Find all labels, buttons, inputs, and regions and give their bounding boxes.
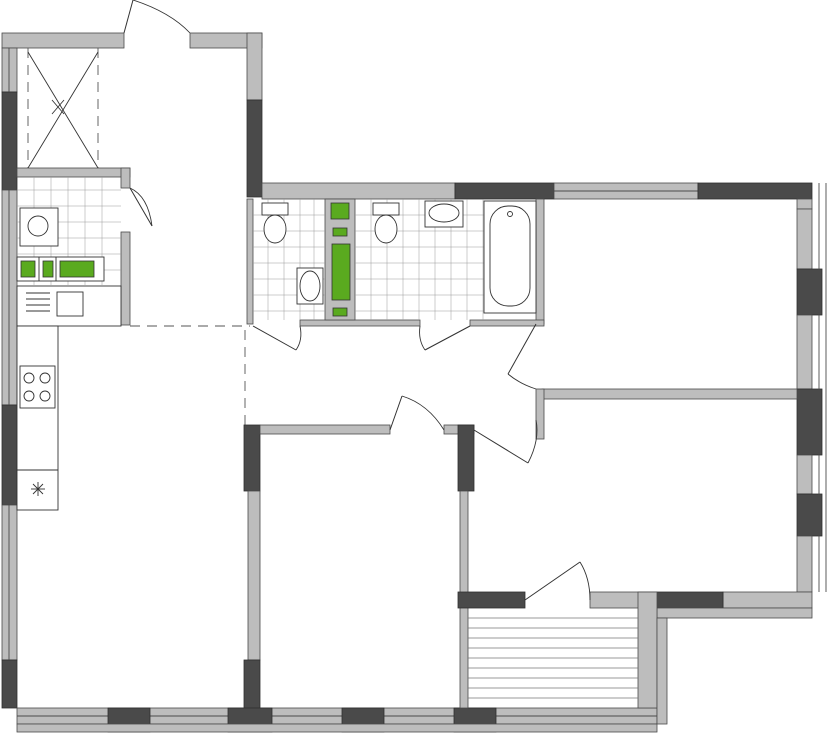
accent-shaft-bottom: [332, 307, 348, 317]
wall-right-pier-2: [796, 388, 823, 456]
bedroom-right-door-leaf[interactable]: [473, 429, 529, 464]
accent-shaft-top: [330, 202, 350, 220]
wall-balcony-right: [637, 591, 658, 709]
wall-right-2: [796, 314, 813, 390]
wall-bedrooms-divider: [541, 388, 798, 400]
wall-right-top-dark: [697, 182, 813, 200]
wall-bottom-sill: [16, 723, 658, 733]
bedroom-top-right-door-swing: [507, 373, 537, 390]
entrance-door-swing: [132, 0, 191, 34]
wall-bedrooms-divider-stub: [535, 388, 545, 440]
wall-wetarea-right: [535, 198, 545, 325]
wall-laundry-right-top: [120, 167, 131, 189]
wall-wetarea-top: [261, 182, 456, 200]
accent-bin-1: [20, 260, 36, 278]
wall-wetarea-bottom-2: [469, 319, 545, 327]
wall-wetarea-top-dark: [454, 182, 555, 200]
wall-right-4: [796, 535, 813, 593]
wall-wetarea-left: [246, 198, 254, 325]
wall-right-pier-1: [796, 268, 823, 316]
toilet-icon: [261, 202, 289, 244]
wall-right-pier-3: [796, 493, 823, 537]
bathroom-door-leaf[interactable]: [424, 325, 471, 351]
wall-left-4: [1, 404, 18, 506]
balcony-door-swing: [579, 561, 591, 601]
bedroom-top-right-door-leaf[interactable]: [507, 323, 537, 375]
wall-right-1: [796, 208, 813, 270]
toilet-icon-bathroom: [372, 202, 400, 244]
wall-entrance-right-dark: [246, 99, 263, 198]
hob-icon: [19, 365, 56, 409]
bedroom-left-door-swing: [401, 395, 445, 431]
washbasin-icon: [296, 267, 324, 305]
wall-balcony-top-dark: [457, 591, 526, 609]
wall-laundry-top: [16, 167, 131, 178]
wall-entrance-right: [246, 32, 263, 101]
accent-bin-2: [42, 260, 54, 278]
laundry-door-swing: [129, 187, 153, 227]
wall-right-3: [796, 454, 813, 495]
extractor-icon: [31, 482, 45, 496]
kitchen-counter-long: [16, 325, 59, 511]
sink-icon: [26, 291, 84, 317]
wall-bedroom-left-top: [259, 424, 391, 435]
toilet-door-swing: [295, 325, 302, 351]
wall-wetarea-bottom-1: [299, 319, 421, 327]
wall-left-3: [1, 189, 18, 406]
balcony-door-leaf[interactable]: [524, 561, 581, 601]
wall-living-bedroom: [247, 490, 261, 661]
accent-shaft-tall: [331, 243, 351, 301]
balcony-decking: [468, 617, 638, 699]
wall-balcony-outer: [656, 617, 668, 725]
closet-cross-icon: [27, 51, 99, 169]
bedroom-right-door-swing: [527, 419, 538, 464]
accent-shaft-small: [332, 227, 348, 237]
wall-right-step-dark: [656, 591, 724, 609]
entrance-door-leaf[interactable]: [123, 0, 134, 34]
wall-living-bedroom-dark-bottom: [243, 659, 261, 709]
laundry-door-leaf[interactable]: [129, 187, 153, 227]
wall-right-step: [722, 591, 813, 609]
wall-right-top-corner: [796, 198, 813, 210]
bathtub-icon: [483, 200, 537, 314]
toilet-door-leaf[interactable]: [252, 325, 297, 351]
bathroom-door-swing: [419, 325, 426, 351]
washing-machine-icon: [19, 207, 59, 247]
wall-left-6: [1, 659, 18, 709]
wall-left-5: [1, 504, 18, 661]
wall-laundry-right-bottom: [120, 231, 131, 326]
bedroom-left-door-leaf[interactable]: [389, 395, 403, 431]
wall-right-step-sill: [656, 607, 813, 619]
wall-left-2: [1, 91, 18, 191]
accent-bin-3: [59, 260, 95, 278]
washbasin-icon-bathroom: [424, 200, 464, 228]
wall-living-bedroom-dark-top: [243, 424, 261, 492]
wall-top-entrance-left: [1, 32, 125, 49]
wall-bedroom-mid-dark: [457, 424, 475, 492]
wall-left-1: [1, 47, 18, 93]
